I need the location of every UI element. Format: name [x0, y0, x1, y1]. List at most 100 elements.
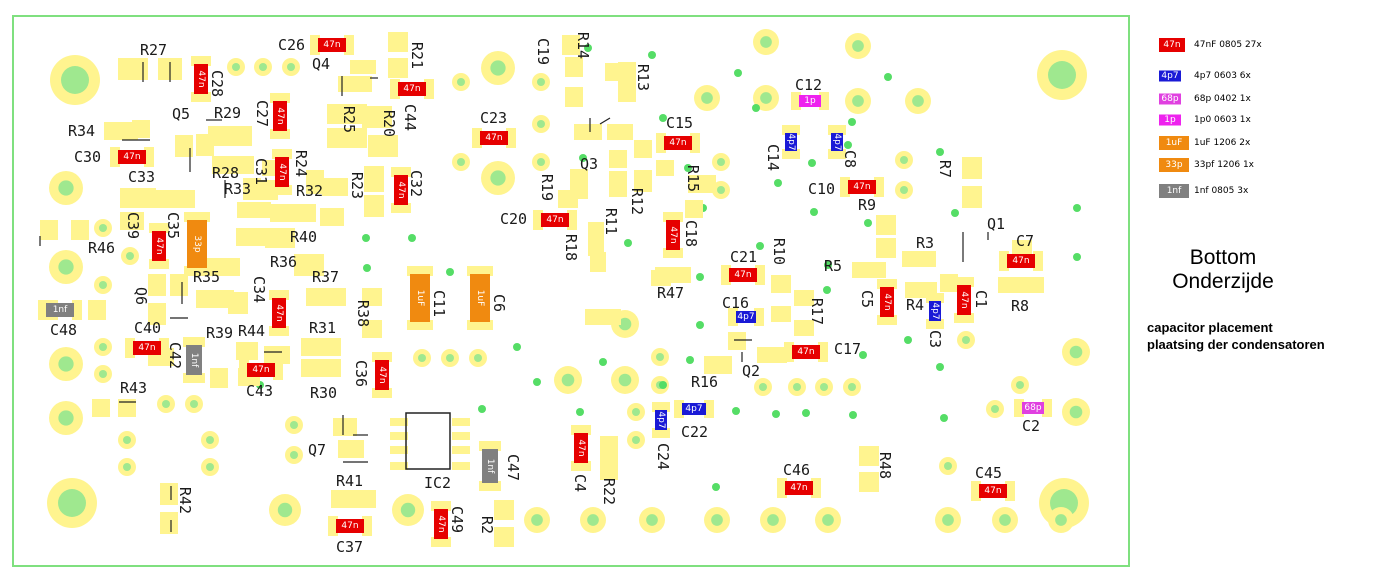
smd-pad	[565, 87, 583, 107]
capacitor-body-47n	[664, 136, 692, 150]
smd-pad	[362, 320, 382, 338]
smd-pad	[228, 292, 248, 314]
capacitor-value-label: 47n	[252, 365, 269, 375]
cap-pad	[270, 93, 290, 103]
designator-r47: R47	[657, 284, 684, 302]
via	[696, 321, 704, 329]
via	[824, 261, 832, 269]
smd-pad	[771, 275, 791, 293]
smd-pad	[494, 527, 514, 547]
via	[884, 73, 892, 81]
designator-c7: C7	[1016, 232, 1034, 250]
designator-r39: R39	[206, 324, 233, 342]
designator-r35: R35	[193, 268, 220, 286]
capacitor-value-label: 4p7	[685, 404, 702, 414]
capacitor-body-68p	[1022, 402, 1044, 414]
designator-q4: Q4	[312, 55, 330, 73]
cap-pad	[310, 35, 320, 55]
capacitor-value-label: 47n	[882, 293, 892, 310]
smd-pad	[265, 228, 295, 248]
legend-swatch-47n	[1159, 38, 1185, 52]
cap-pad	[1042, 399, 1052, 417]
capacitor-body-47n	[957, 285, 971, 315]
tht-drill	[852, 40, 864, 52]
small-drill	[99, 343, 107, 351]
small-drill	[126, 252, 134, 260]
via	[584, 44, 592, 52]
designator-c48: C48	[50, 321, 77, 339]
cap-pad	[571, 425, 591, 435]
capacitor-body-47n	[785, 481, 813, 495]
designator-r23: R23	[348, 172, 366, 199]
capacitor-body-47n	[194, 64, 208, 94]
smd-pad	[388, 58, 408, 78]
via	[774, 179, 782, 187]
designator-r48: R48	[876, 452, 894, 479]
smd-pad	[562, 35, 580, 55]
designator-c36: C36	[352, 360, 370, 387]
smd-pad	[388, 32, 408, 52]
capacitor-body-4p7	[655, 410, 667, 430]
designator-r22: R22	[600, 478, 618, 505]
capacitor-value-label: 47n	[669, 138, 686, 148]
capacitor-body-47n	[394, 175, 408, 205]
smd-pad	[40, 220, 58, 240]
designator-c27: C27	[253, 100, 271, 127]
smd-pad	[196, 134, 214, 156]
capacitor-value-label: 1nf	[485, 459, 495, 474]
tht-drill	[999, 514, 1011, 526]
capacitor-value-label: 47n	[485, 133, 502, 143]
cap-pad	[191, 92, 211, 102]
smd-pad	[1012, 240, 1032, 258]
smd-pad	[306, 170, 324, 194]
legend-description: 4p7 0603 6x	[1194, 71, 1252, 81]
via	[844, 141, 852, 149]
smd-pad	[170, 274, 188, 296]
tht-drill	[587, 514, 599, 526]
small-drill	[1016, 381, 1024, 389]
small-drill	[848, 383, 856, 391]
smd-pad	[600, 436, 618, 460]
cap-pad	[818, 342, 828, 362]
capacitor-value-label: 47n	[274, 304, 284, 321]
via	[579, 154, 587, 162]
cap-pad	[407, 320, 433, 330]
via	[696, 273, 704, 281]
smd-pad	[148, 274, 166, 296]
tht-drill	[490, 60, 506, 76]
cap-pad	[125, 338, 135, 358]
tht-drill	[531, 514, 543, 526]
small-drill	[290, 421, 298, 429]
cap-pad	[663, 248, 683, 258]
designator-c43: C43	[246, 382, 273, 400]
smd-pad	[962, 157, 982, 179]
cap-pad	[828, 125, 846, 135]
smd-pad	[160, 483, 178, 505]
smd-pad	[565, 57, 583, 77]
smd-pad	[634, 170, 652, 192]
capacitor-body-47n	[480, 131, 508, 145]
smd-pad	[88, 300, 106, 320]
smd-pad	[574, 124, 602, 140]
smd-pad	[902, 251, 936, 267]
via	[478, 405, 486, 413]
designator-c32: C32	[407, 170, 425, 197]
designator-r8: R8	[1011, 297, 1029, 315]
cap-pad	[754, 308, 764, 326]
mounting-hole-drill	[1048, 61, 1076, 89]
ic2-pin-pad	[390, 462, 408, 470]
cap-pad	[954, 277, 974, 287]
cap-pad	[877, 315, 897, 325]
smd-pad	[210, 368, 228, 388]
smd-pad	[92, 399, 110, 417]
designator-c35: C35	[164, 212, 182, 239]
mounting-hole-drill	[58, 489, 86, 517]
capacitor-value-label: 47n	[436, 515, 446, 532]
designator-c10: C10	[808, 180, 835, 198]
cap-pad	[874, 177, 884, 197]
designator-c21: C21	[730, 248, 757, 266]
smd-pad	[962, 186, 982, 208]
cap-pad	[479, 481, 501, 491]
smd-pad	[757, 347, 787, 363]
smd-pad	[322, 178, 348, 196]
